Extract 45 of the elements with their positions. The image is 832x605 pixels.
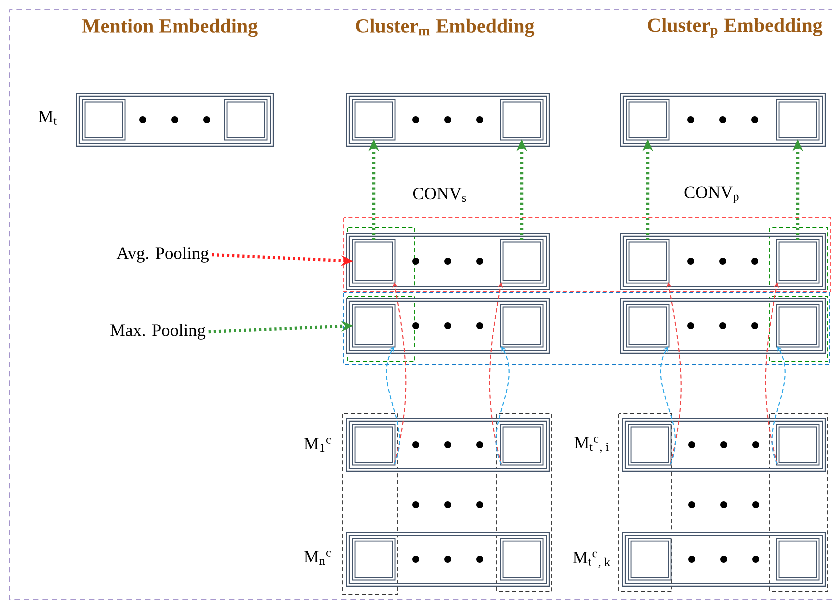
cell-box — [500, 239, 544, 284]
cell-box — [626, 304, 670, 348]
vector-box — [346, 418, 550, 472]
cell-box — [628, 538, 672, 581]
row-label: M$_{1}$c — [304, 438, 332, 452]
vector-box — [76, 93, 274, 147]
cell-box — [82, 99, 126, 141]
cell-box — [352, 304, 396, 348]
cell-box — [500, 99, 544, 141]
pooling-label: Max. Pooling — [110, 324, 206, 340]
cell-box — [776, 239, 820, 284]
cell-box — [352, 538, 396, 581]
cell-box — [500, 538, 544, 581]
vector-box — [620, 298, 826, 354]
cell-box — [776, 424, 820, 466]
row-label: M$_{t}$ — [38, 111, 57, 125]
vector-box — [346, 298, 550, 354]
cell-box — [628, 424, 672, 466]
vector-box — [346, 93, 550, 147]
pooling-label: Avg. Pooling — [116, 247, 209, 263]
cell-box — [352, 99, 396, 141]
cell-box — [776, 538, 820, 581]
cell-box — [776, 304, 820, 348]
vector-box — [346, 232, 550, 290]
row-label: M$_{t}$c, k — [573, 552, 610, 568]
column-heading: Cluster$_{m}$ Embedding — [356, 18, 535, 38]
vector-box — [346, 532, 550, 587]
row-label: M$_{n}$c — [304, 551, 332, 565]
cell-box — [776, 99, 820, 141]
cell-box — [626, 99, 670, 141]
vector-box — [620, 93, 826, 147]
cell-box — [500, 304, 544, 348]
vector-box — [622, 532, 826, 587]
cell-box — [626, 239, 670, 284]
column-heading: Cluster$_{p}$ Embedding — [648, 18, 823, 38]
cell-box — [352, 424, 396, 466]
conv-label: CONV$_{p}$ — [684, 186, 739, 204]
cell-box — [224, 99, 268, 141]
cell-box — [352, 239, 396, 284]
column-heading: Mention Embedding — [82, 18, 258, 38]
cell-box — [500, 424, 544, 466]
vector-box — [620, 232, 826, 290]
vector-box — [622, 418, 826, 472]
conv-label: CONV$_{s}$ — [413, 188, 466, 202]
row-label: M$_{t}$c, i — [574, 437, 609, 453]
